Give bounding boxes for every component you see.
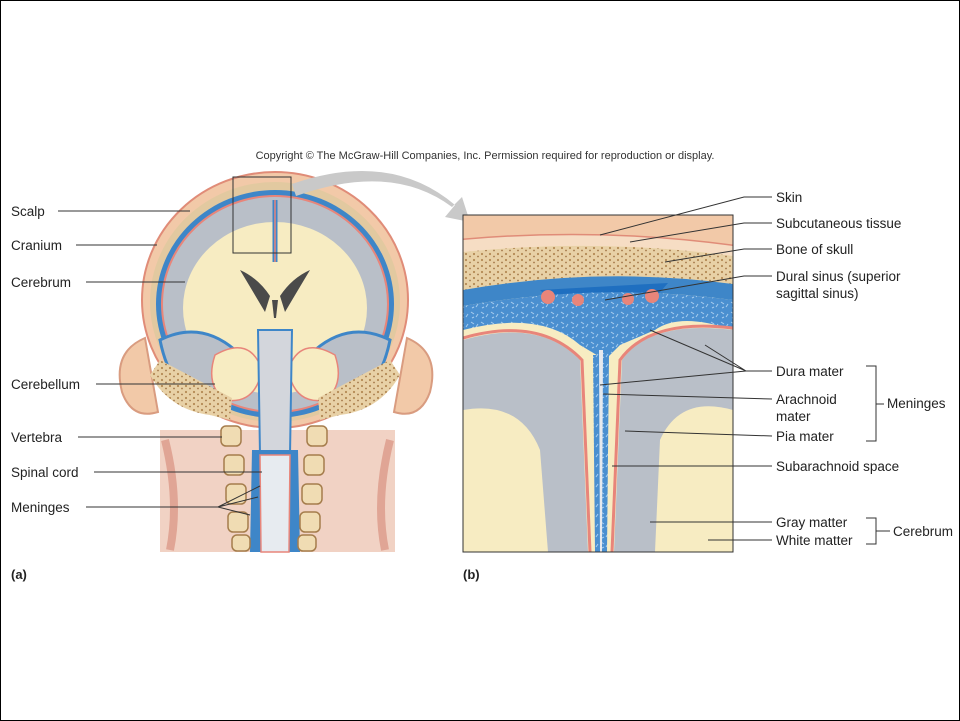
label-meninges-a: Meninges	[11, 500, 70, 515]
label-white-matter: White matter	[776, 533, 853, 548]
copyright-notice: Copyright © The McGraw-Hill Companies, I…	[256, 150, 715, 162]
label-cerebrum: Cerebrum	[11, 275, 71, 290]
label-subarachnoid-space: Subarachnoid space	[776, 459, 899, 474]
label-gray-matter: Gray matter	[776, 515, 848, 530]
label-cranium: Cranium	[11, 238, 62, 253]
label-subcutaneous-tissue: Subcutaneous tissue	[776, 216, 901, 231]
head-illustration	[120, 172, 433, 552]
label-vertebra: Vertebra	[11, 430, 63, 445]
label-spinal-cord: Spinal cord	[11, 465, 79, 480]
panel-a-tag: (a)	[11, 567, 27, 582]
label-cerebellum: Cerebellum	[11, 377, 80, 392]
panel-b-tag: (b)	[463, 567, 480, 582]
label-pia-mater: Pia mater	[776, 429, 834, 444]
label-dural-sinus-1: Dural sinus (superior	[776, 269, 901, 284]
label-arachnoid-1: Arachnoid	[776, 392, 837, 407]
label-scalp: Scalp	[11, 204, 45, 219]
group-meninges: Meninges	[887, 396, 946, 411]
group-cerebrum: Cerebrum	[893, 524, 953, 539]
label-skin: Skin	[776, 190, 802, 205]
label-dura-mater: Dura mater	[776, 364, 844, 379]
label-arachnoid-2: mater	[776, 409, 811, 424]
label-dural-sinus-2: sagittal sinus)	[776, 286, 859, 301]
zoomed-section	[463, 215, 733, 552]
label-bone-of-skull: Bone of skull	[776, 242, 853, 257]
